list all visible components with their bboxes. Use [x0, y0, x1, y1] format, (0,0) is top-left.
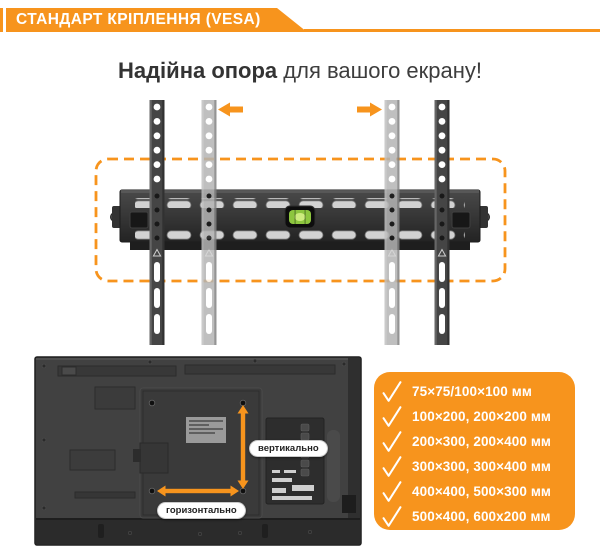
wall-plate-bar: [110, 189, 490, 250]
vesa-size-text: 100×200, 200×200 мм: [412, 409, 551, 424]
header-left-accent: [0, 8, 3, 32]
rail-ghost-left: [201, 99, 217, 346]
rail-dark-left: [149, 99, 165, 346]
headline-rest: для вашого екрану!: [277, 58, 483, 83]
vesa-size-text: 500×400, 600x200 мм: [412, 509, 551, 524]
list-item: 200×300, 200×400 мм: [381, 429, 569, 454]
check-icon: [382, 381, 402, 402]
tv-screws: [41, 358, 347, 537]
arrow-left-icon: [218, 102, 243, 117]
tv-bottom-feet: [98, 524, 268, 538]
horizontal-double-arrow-icon: [157, 485, 239, 497]
check-icon: [382, 456, 402, 477]
vesa-size-text: 200×300, 200×400 мм: [412, 434, 551, 449]
tv-back-panel: [34, 356, 362, 546]
bracket-illustration: [94, 99, 507, 346]
horizontal-label: горизонтально: [157, 502, 246, 520]
vesa-holes: [148, 399, 247, 495]
vertical-label: вертикально: [249, 440, 328, 458]
vesa-size-text: 300×300, 300×400 мм: [412, 459, 551, 474]
check-icon: [382, 506, 402, 527]
header-banner: СТАНДАРТ КРІПЛЕННЯ (VESA): [6, 8, 307, 32]
list-item: 75×75/100×100 мм: [381, 379, 569, 404]
vesa-mount-plate: [133, 387, 263, 519]
tv-connector-panel: [265, 417, 356, 513]
list-item: 300×300, 300×400 мм: [381, 454, 569, 479]
check-icon: [382, 431, 402, 452]
arrow-right-icon: [357, 102, 382, 117]
check-icon: [382, 406, 402, 427]
vertical-double-arrow-icon: [237, 405, 249, 489]
header-underline: [304, 29, 600, 32]
bubble-level-icon: [284, 205, 316, 229]
vesa-size-text: 75×75/100×100 мм: [412, 384, 532, 399]
check-icon: [382, 481, 402, 502]
headline: Надійна опора для вашого екрану!: [0, 58, 600, 84]
list-item: 400×400, 500×300 мм: [381, 479, 569, 504]
rail-dark-right: [434, 99, 450, 346]
dashed-outline: [94, 157, 507, 283]
headline-bold: Надійна опора: [117, 58, 278, 83]
tv-vents: [57, 364, 336, 499]
list-item: 100×200, 200×200 мм: [381, 404, 569, 429]
rail-ghost-right: [384, 99, 400, 346]
list-item: 500×400, 600x200 мм: [381, 504, 569, 529]
vesa-size-list: 75×75/100×100 мм 100×200, 200×200 мм 200…: [374, 372, 575, 530]
vesa-size-text: 400×400, 500×300 мм: [412, 484, 551, 499]
page-title: СТАНДАРТ КРІПЛЕННЯ (VESA): [16, 11, 261, 28]
